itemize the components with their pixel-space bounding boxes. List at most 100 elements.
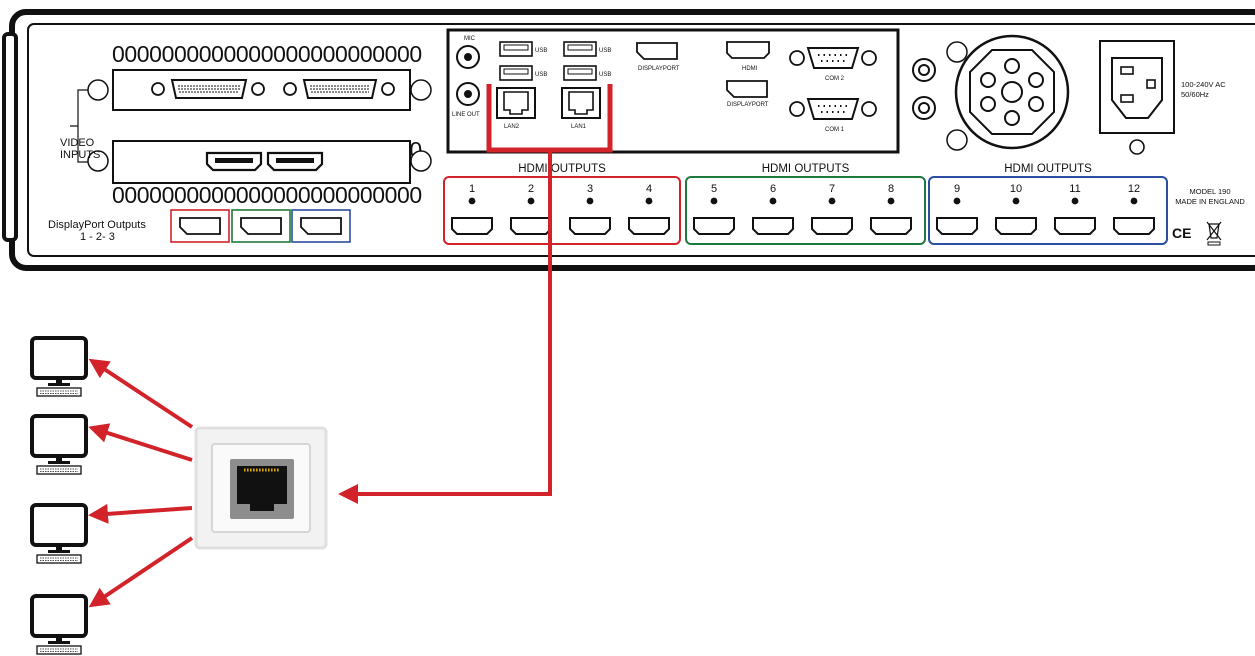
ethernet-wall-socket bbox=[194, 426, 328, 550]
hdmi-port-icon bbox=[870, 217, 912, 235]
hdmi-port-number: 2 bbox=[528, 183, 534, 195]
hdmi-outputs-title: HDMI OUTPUTS bbox=[518, 163, 606, 175]
mic-jack-icon bbox=[464, 53, 472, 61]
svg-text:USB: USB bbox=[535, 72, 547, 78]
lan2-label: LAN2 bbox=[504, 124, 520, 130]
usb-port-icon bbox=[499, 41, 533, 57]
hdmi-port-number: 9 bbox=[954, 183, 960, 195]
power-frequency: 50/60Hz bbox=[1181, 90, 1209, 99]
com1-label: COM 1 bbox=[825, 127, 845, 133]
hdmi-outputs-title: HDMI OUTPUTS bbox=[1004, 163, 1092, 175]
network-cable bbox=[338, 150, 552, 504]
hdmi-group-frame bbox=[443, 176, 681, 245]
lan1-label: LAN1 bbox=[571, 124, 587, 130]
hdmi-port-led bbox=[645, 197, 653, 205]
computer-1 bbox=[30, 336, 88, 398]
ce-mark: CE bbox=[1172, 225, 1191, 241]
computer-2 bbox=[30, 414, 88, 476]
computer-4 bbox=[30, 594, 88, 656]
hdmi-port-number: 7 bbox=[829, 183, 835, 195]
hdmi-port-icon bbox=[726, 41, 770, 59]
displayport-top-label: DISPLAYPORT bbox=[638, 66, 680, 72]
hdmi-port-icon bbox=[752, 217, 794, 235]
ethernet-socket-icon bbox=[230, 459, 294, 519]
hdmi-port-led bbox=[710, 197, 718, 205]
video-input-card-hdmi bbox=[87, 140, 432, 184]
hdmi-port-icon bbox=[569, 217, 611, 235]
displayport-icon bbox=[726, 80, 768, 98]
dp-outputs-label: DisplayPort Outputs bbox=[48, 219, 146, 231]
hdmi-port-icon bbox=[693, 217, 735, 235]
dvi-port-icon bbox=[151, 79, 265, 99]
hdmi-port-led bbox=[887, 197, 895, 205]
serial-port-icon bbox=[789, 98, 877, 120]
hdmi-port-number: 10 bbox=[1010, 183, 1022, 195]
hdmi-output-group-1: HDMI OUTPUTS 1 2 3 4 bbox=[443, 163, 681, 245]
vent-slots-bottom: 0000000000000000000000000 bbox=[112, 182, 422, 208]
hdmi-port-icon bbox=[628, 217, 670, 235]
hdmi-port-number: 6 bbox=[770, 183, 776, 195]
displayport-icon bbox=[179, 217, 221, 235]
svg-text:USB: USB bbox=[535, 48, 547, 54]
hdmi-outputs-title: HDMI OUTPUTS bbox=[762, 163, 850, 175]
hdmi-port-icon bbox=[1054, 217, 1096, 235]
hdmi-port-led bbox=[527, 197, 535, 205]
hdmi-port-led bbox=[828, 197, 836, 205]
hdmi-port-led bbox=[769, 197, 777, 205]
hdmi-port-icon bbox=[1113, 217, 1155, 235]
hdmi-port-number: 5 bbox=[711, 183, 717, 195]
serial-port-icon bbox=[789, 47, 877, 69]
hdmi-port-led bbox=[586, 197, 594, 205]
displayport-icon bbox=[300, 217, 342, 235]
line-out-jack-icon bbox=[464, 90, 472, 98]
hdmi-label: HDMI bbox=[742, 66, 758, 72]
distribution-arrows bbox=[88, 358, 194, 608]
computer-3 bbox=[30, 503, 88, 565]
hdmi-port-icon bbox=[510, 217, 552, 235]
power-socket-icon bbox=[1099, 40, 1175, 155]
hdmi-port-number: 1 bbox=[469, 183, 475, 195]
power-rating: 100-240V AC bbox=[1181, 80, 1226, 89]
hdmi-port-number: 4 bbox=[646, 183, 652, 195]
usb-port-icon bbox=[563, 65, 597, 81]
com2-label: COM 2 bbox=[825, 76, 845, 82]
dp-outputs-numbers: 1 - 2- 3 bbox=[80, 231, 115, 243]
line-out-label: LINE OUT bbox=[452, 112, 480, 118]
hdmi-group-frame bbox=[928, 176, 1168, 245]
hdmi-port-icon bbox=[266, 151, 324, 172]
video-input-card-dvi bbox=[87, 69, 432, 111]
svg-text:USB: USB bbox=[599, 48, 611, 54]
displayport-mid-label: DISPLAYPORT bbox=[727, 102, 769, 108]
hdmi-port-icon bbox=[936, 217, 978, 235]
svg-text:INPUTS: INPUTS bbox=[60, 149, 100, 161]
hdmi-port-icon bbox=[205, 151, 263, 172]
lan1-port-icon bbox=[561, 87, 601, 119]
hdmi-output-group-2: HDMI OUTPUTS 5 6 7 8 bbox=[685, 163, 926, 245]
io-block: MIC LINE OUT USB USB USB USB LAN2 LAN1 D… bbox=[446, 28, 900, 154]
mic-label: MIC bbox=[464, 36, 476, 42]
hdmi-port-icon bbox=[995, 217, 1037, 235]
vent-slots-top: 0000000000000000000000000 bbox=[112, 41, 422, 67]
hdmi-port-led bbox=[1012, 197, 1020, 205]
hdmi-port-number: 11 bbox=[1069, 183, 1080, 195]
fan-icon bbox=[954, 34, 1070, 150]
displayport-icon bbox=[240, 217, 282, 235]
usb-port-icon bbox=[563, 41, 597, 57]
hdmi-port-number: 3 bbox=[587, 183, 593, 195]
hdmi-port-number: 8 bbox=[888, 183, 894, 195]
lan2-port-icon bbox=[496, 87, 536, 119]
model-number: MODEL 190 bbox=[1190, 187, 1231, 196]
hdmi-port-led bbox=[1071, 197, 1079, 205]
weee-bin-icon bbox=[1206, 221, 1222, 246]
svg-text:USB: USB bbox=[599, 72, 611, 78]
hdmi-port-icon bbox=[451, 217, 493, 235]
usb-port-icon bbox=[499, 65, 533, 81]
mounting-circles bbox=[912, 41, 968, 151]
svg-text:VIDEO: VIDEO bbox=[60, 137, 95, 149]
hdmi-port-icon bbox=[811, 217, 853, 235]
displayport-icon bbox=[636, 42, 678, 60]
hdmi-port-led bbox=[1130, 197, 1138, 205]
